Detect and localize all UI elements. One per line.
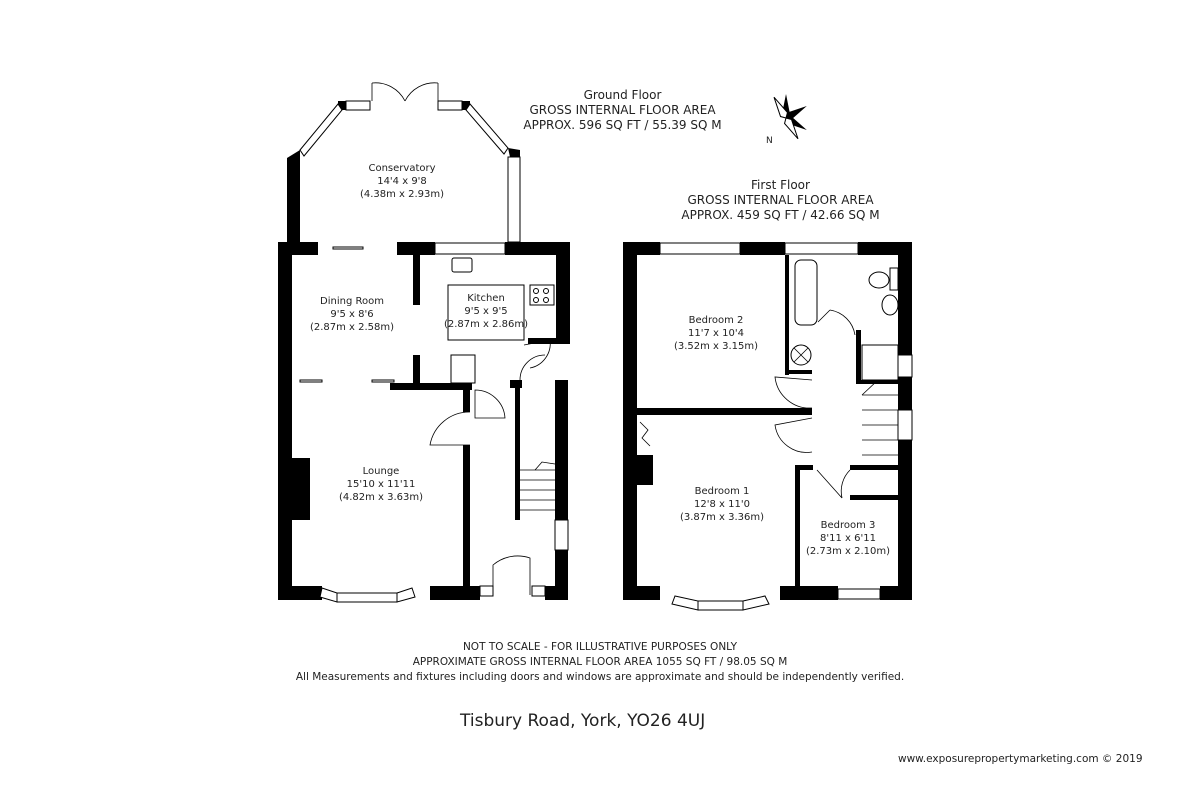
disclaimer-line-3: All Measurements and fixtures including … — [295, 671, 905, 683]
room-size-metric: (2.87m x 2.86m) — [443, 319, 529, 330]
ground-floor-doors-stairs — [371, 82, 556, 595]
room-name: Dining Room — [320, 296, 384, 307]
ground-floor-windows — [299, 100, 569, 603]
ground-floor-area-value: APPROX. 596 SQ FT / 55.39 SQ M — [523, 118, 722, 132]
compass-icon — [773, 94, 807, 140]
room-size-imperial: 15'10 x 11'11 — [346, 479, 416, 490]
first-floor-header: First Floor GROSS INTERNAL FLOOR AREA AP… — [668, 178, 893, 223]
compass-north-label: N — [766, 136, 773, 146]
room-size-imperial: 8'11 x 6'11 — [820, 533, 876, 544]
disclaimer: NOT TO SCALE - FOR ILLUSTRATIVE PURPOSES… — [250, 640, 950, 685]
credit-link[interactable]: www.exposurepropertymarketing.com © 2019 — [898, 753, 1143, 765]
disclaimer-line-1: NOT TO SCALE - FOR ILLUSTRATIVE PURPOSES… — [462, 641, 738, 653]
disclaimer-line-2: APPROXIMATE GROSS INTERNAL FLOOR AREA 10… — [412, 656, 788, 668]
room-size-imperial: 9'5 x 8'6 — [330, 309, 374, 320]
room-size-metric: (2.87m x 2.58m) — [309, 322, 395, 333]
room-size-metric: (2.73m x 2.10m) — [805, 546, 891, 557]
room-name: Bedroom 2 — [688, 315, 744, 326]
first-floor-area-value: APPROX. 459 SQ FT / 42.66 SQ M — [681, 208, 880, 222]
ground-floor-area-label: GROSS INTERNAL FLOOR AREA — [529, 103, 716, 117]
room-label-lounge: Lounge 15'10 x 11'11 (4.82m x 3.63m) — [339, 465, 423, 504]
room-label-dining-room: Dining Room 9'5 x 8'6 (2.87m x 2.58m) — [310, 295, 394, 334]
ground-floor-header: Ground Floor GROSS INTERNAL FLOOR AREA A… — [510, 88, 735, 133]
room-name: Conservatory — [368, 163, 436, 174]
first-floor-walls — [623, 242, 912, 600]
first-floor-windows — [659, 242, 913, 611]
room-label-conservatory: Conservatory 14'4 x 9'8 (4.38m x 2.93m) — [360, 162, 444, 201]
room-name: Lounge — [362, 466, 400, 477]
room-size-imperial: 12'8 x 11'0 — [694, 499, 750, 510]
ground-floor-title: Ground Floor — [583, 88, 662, 102]
room-size-metric: (4.82m x 3.63m) — [338, 492, 424, 503]
room-size-imperial: 14'4 x 9'8 — [377, 176, 427, 187]
room-name: Bedroom 3 — [820, 520, 876, 531]
ground-floor-walls — [278, 101, 570, 600]
property-address: Tisbury Road, York, YO26 4UJ — [460, 711, 706, 731]
room-size-metric: (3.87m x 3.36m) — [679, 512, 765, 523]
room-label-bedroom-2: Bedroom 2 11'7 x 10'4 (3.52m x 3.15m) — [674, 314, 758, 353]
first-floor-doors-stairs — [639, 309, 898, 499]
room-label-kitchen: Kitchen 9'5 x 9'5 (2.87m x 2.86m) — [444, 292, 528, 331]
first-floor-area-label: GROSS INTERNAL FLOOR AREA — [687, 193, 874, 207]
room-label-bedroom-1: Bedroom 1 12'8 x 11'0 (3.87m x 3.36m) — [680, 485, 764, 524]
room-size-metric: (4.38m x 2.93m) — [359, 189, 445, 200]
room-size-imperial: 11'7 x 10'4 — [688, 328, 744, 339]
first-floor-title: First Floor — [751, 178, 810, 192]
room-name: Bedroom 1 — [694, 486, 750, 497]
room-name: Kitchen — [467, 293, 505, 304]
room-size-imperial: 9'5 x 9'5 — [464, 306, 508, 317]
room-label-bedroom-3: Bedroom 3 8'11 x 6'11 (2.73m x 2.10m) — [806, 519, 890, 558]
room-size-metric: (3.52m x 3.15m) — [673, 341, 759, 352]
